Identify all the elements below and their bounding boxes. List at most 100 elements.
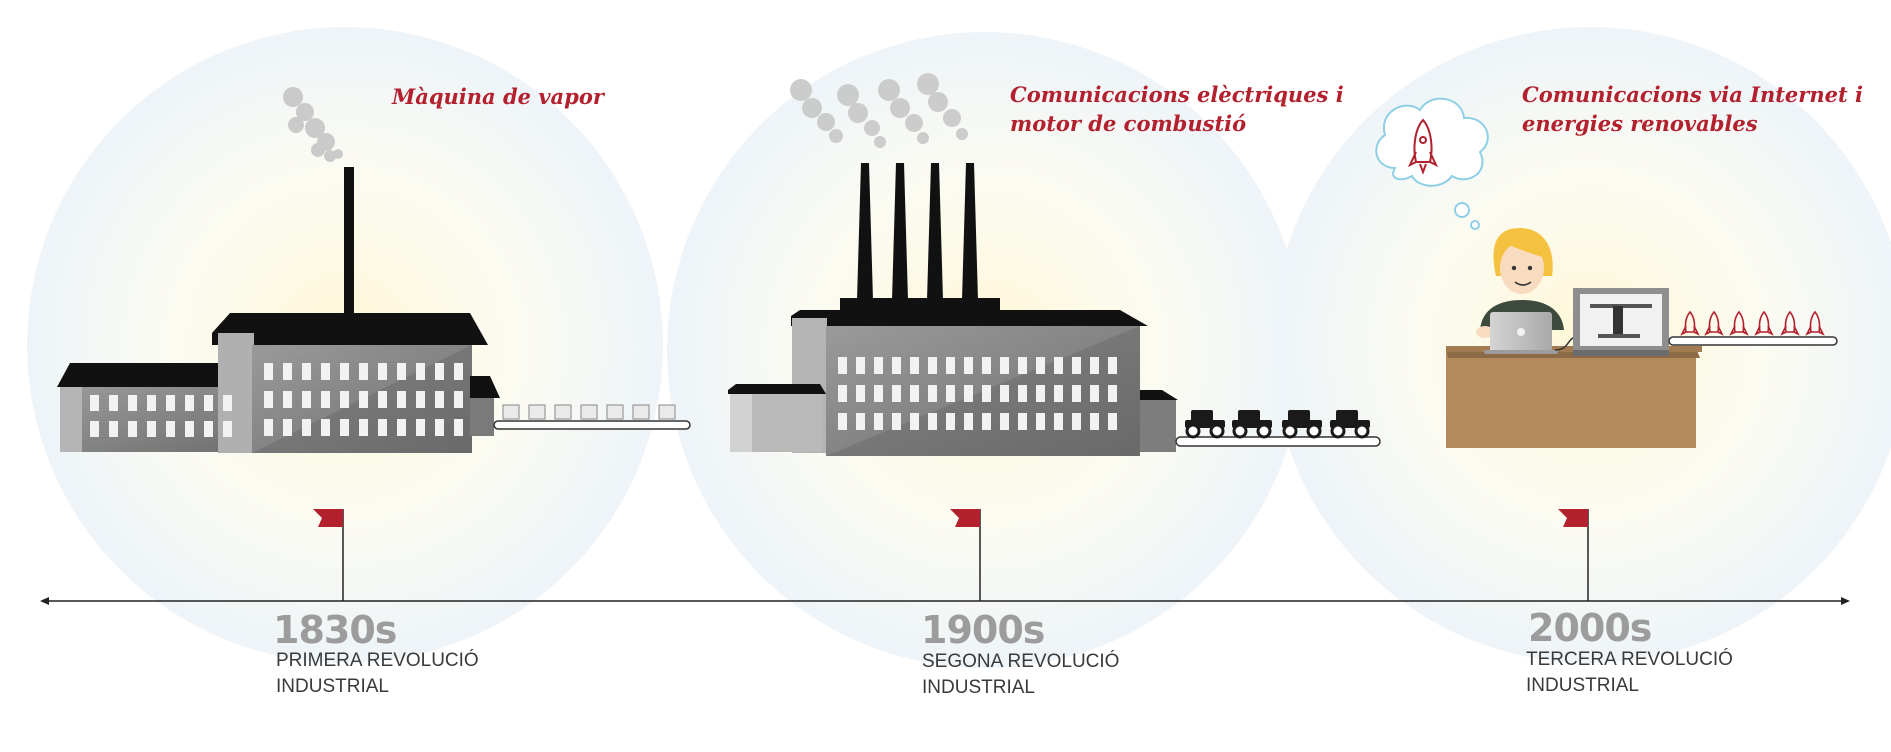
factory-window	[283, 363, 292, 380]
flag-marker-2000s	[1558, 509, 1589, 601]
factory-window	[185, 421, 194, 437]
factory-window	[435, 391, 444, 408]
factory-window	[928, 357, 937, 374]
smoke-icon	[283, 87, 343, 162]
factory-window	[416, 391, 425, 408]
factory-window	[264, 419, 273, 436]
factory-window	[1090, 357, 1099, 374]
factory-window	[928, 385, 937, 402]
factory-window	[1018, 413, 1027, 430]
factory-window	[321, 391, 330, 408]
factory-window	[1072, 413, 1081, 430]
factory-window	[982, 413, 991, 430]
factory-window	[1108, 357, 1117, 374]
factory-window	[964, 385, 973, 402]
factory-window	[435, 363, 444, 380]
factory-window	[982, 385, 991, 402]
factory-window	[416, 419, 425, 436]
factory-window	[1054, 357, 1063, 374]
flag-marker-1900s	[950, 509, 981, 601]
factory-window	[283, 391, 292, 408]
factory-window	[416, 363, 425, 380]
factory-window	[321, 363, 330, 380]
factory-window	[1000, 385, 1009, 402]
factory-window	[964, 357, 973, 374]
factory-window	[928, 413, 937, 430]
person-laptop-3d-printer-icon	[1375, 97, 1838, 448]
factory-window	[302, 419, 311, 436]
era-subtitle-1830s: PRIMERA REVOLUCIÓ INDUSTRIAL	[276, 650, 479, 697]
factory-window	[892, 385, 901, 402]
factory-window	[910, 413, 919, 430]
factory-window	[874, 413, 883, 430]
factory-window	[1072, 357, 1081, 374]
factory-window	[454, 419, 463, 436]
factory-window	[856, 357, 865, 374]
factory-window	[910, 385, 919, 402]
factory-window	[1018, 385, 1027, 402]
factory-window	[874, 385, 883, 402]
era-title-1900s: Comunicacions elèctriques i motor de com…	[1010, 82, 1344, 136]
factory-window	[147, 421, 156, 437]
factory-window	[982, 357, 991, 374]
flag-marker-1830s	[313, 509, 344, 601]
factory-window	[1090, 385, 1099, 402]
era-year-2000s: 2000s	[1528, 606, 1652, 650]
factory-window	[283, 419, 292, 436]
factory-window	[359, 391, 368, 408]
factory-window	[397, 391, 406, 408]
factory-window	[1108, 385, 1117, 402]
factory-window	[892, 413, 901, 430]
factory-window	[964, 413, 973, 430]
factory-window	[147, 395, 156, 411]
factory-window	[264, 391, 273, 408]
factory-window	[378, 363, 387, 380]
factory-window	[378, 419, 387, 436]
factory-window	[302, 391, 311, 408]
factory-window	[454, 363, 463, 380]
steam-factory-icon	[57, 87, 691, 453]
era-title-2000s: Comunicacions via Internet i energies re…	[1522, 82, 1863, 136]
factory-window	[1000, 357, 1009, 374]
four-chimney-factory-icon	[728, 73, 1381, 456]
factory-window	[109, 421, 118, 437]
factory-window	[1036, 357, 1045, 374]
era-subtitle-2000s: TERCERA REVOLUCIÓ INDUSTRIAL	[1526, 649, 1733, 696]
era-subtitle-1900s: SEGONA REVOLUCIÓ INDUSTRIAL	[922, 651, 1120, 698]
factory-window	[340, 391, 349, 408]
factory-window	[340, 363, 349, 380]
factory-window	[264, 363, 273, 380]
factory-window	[946, 357, 955, 374]
factory-window	[946, 385, 955, 402]
3d-printer-icon	[1573, 288, 1669, 356]
factory-window	[435, 419, 444, 436]
factory-window	[1018, 357, 1027, 374]
factory-window	[1090, 413, 1099, 430]
factory-window	[340, 419, 349, 436]
factory-window	[185, 395, 194, 411]
car-icon	[1185, 410, 1370, 439]
factory-window	[1036, 413, 1045, 430]
factory-window	[109, 395, 118, 411]
factory-window	[397, 363, 406, 380]
factory-window	[397, 419, 406, 436]
factory-window	[223, 395, 232, 411]
factory-window	[856, 385, 865, 402]
factory-window	[838, 385, 847, 402]
factory-window	[946, 413, 955, 430]
factory-window	[910, 357, 919, 374]
factory-window	[90, 395, 99, 411]
era-year-1900s: 1900s	[921, 608, 1045, 652]
factory-window	[166, 421, 175, 437]
factory-window	[204, 395, 213, 411]
factory-window	[892, 357, 901, 374]
factory-window	[1054, 413, 1063, 430]
era-year-1830s: 1830s	[273, 608, 397, 652]
factory-window	[90, 421, 99, 437]
factory-window	[204, 421, 213, 437]
factory-window	[359, 419, 368, 436]
factory-window	[856, 413, 865, 430]
factory-window	[838, 413, 847, 430]
